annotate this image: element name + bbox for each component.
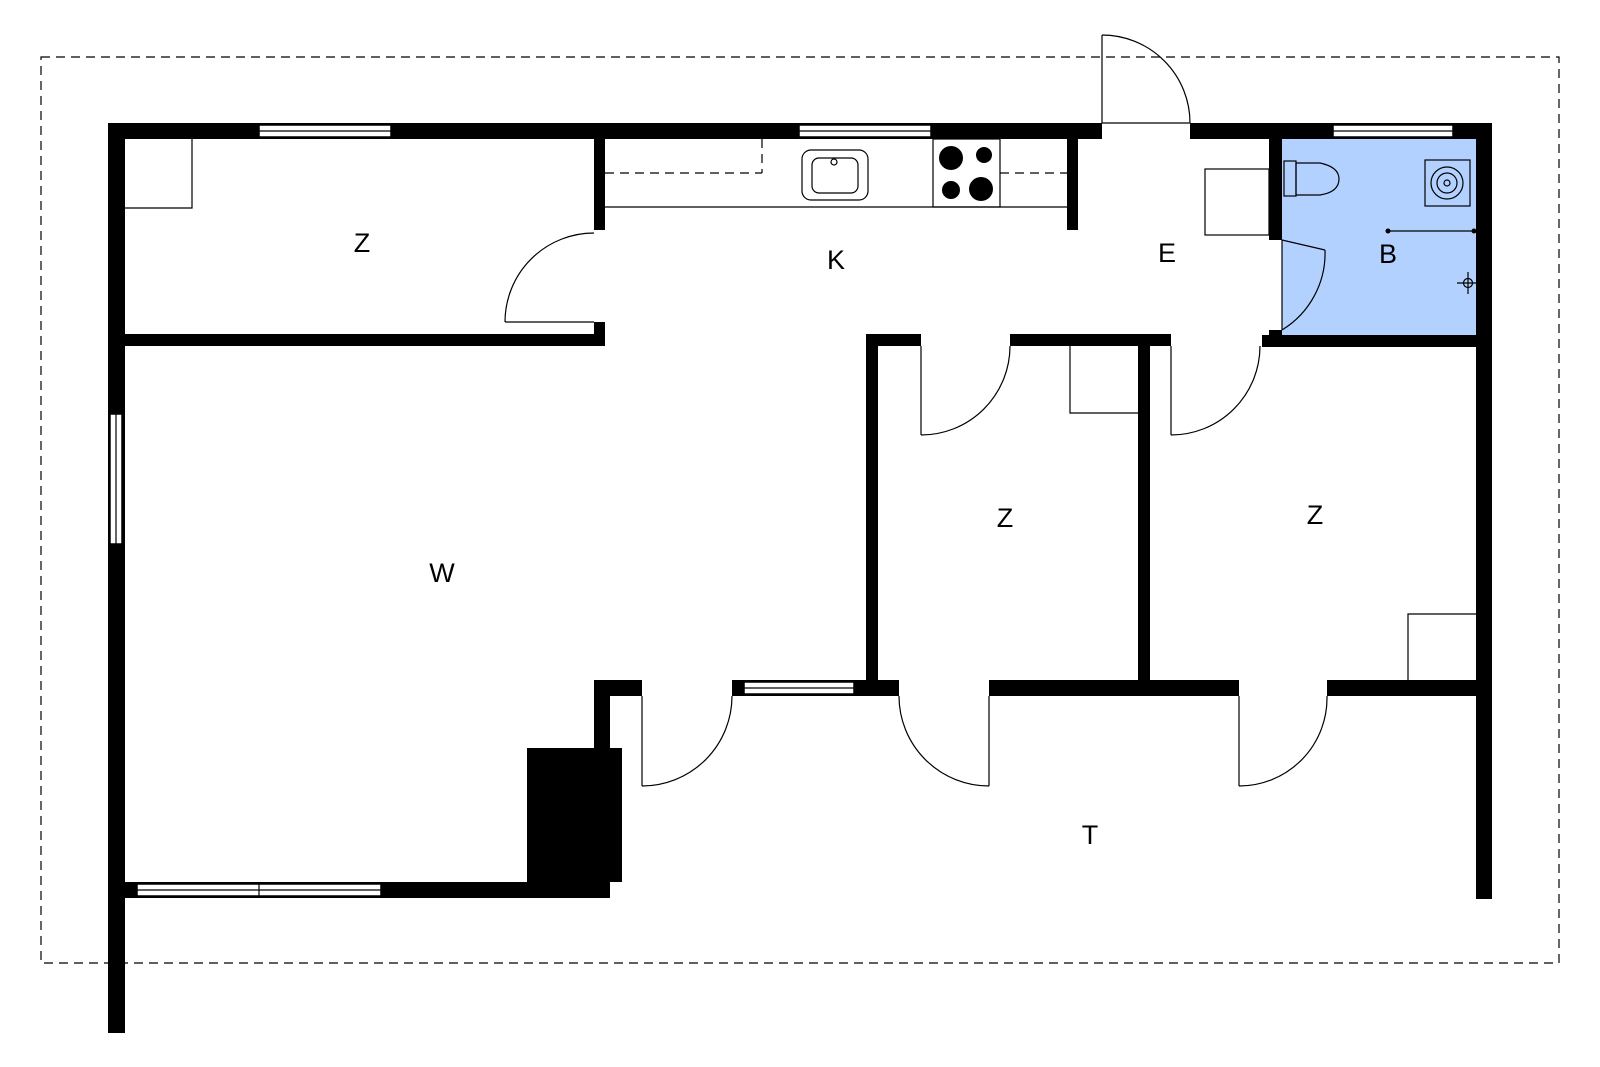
wall-mid-bottom-c (1327, 680, 1492, 696)
wall-right (1476, 123, 1492, 899)
door-terrace-living (641, 695, 733, 787)
label-bedroom-top-left: Z (354, 228, 371, 258)
wall-bath-left-upper (1269, 139, 1282, 240)
bathroom-fixtures (1283, 159, 1479, 294)
label-terrace: T (1082, 820, 1099, 850)
stove-icon (932, 138, 1001, 208)
wall-bath-bottom (1262, 335, 1492, 347)
label-entrance: E (1158, 238, 1176, 268)
wall-mid-top-a (866, 334, 921, 346)
wall-top-left (108, 123, 1102, 139)
label-living: W (429, 558, 455, 588)
inner-walls (125, 139, 1492, 898)
wall-left (108, 123, 125, 1033)
sink-icon (801, 149, 869, 201)
property-boundary (40, 56, 1560, 964)
wall-bedroom-living (125, 334, 605, 346)
wardrobe-mid-bedroom (1069, 346, 1138, 414)
wall-mid-left (866, 334, 878, 694)
room-labels: Z K E B W Z Z T (354, 228, 1397, 850)
entrance-door (1101, 34, 1191, 124)
fireplace (527, 748, 622, 882)
windows (109, 124, 1454, 897)
wardrobe-right-bedroom (1407, 613, 1476, 680)
wall-mid-bottom-a (854, 680, 899, 696)
wall-mid-top-b (1010, 334, 1171, 346)
door-terrace-middle (898, 695, 990, 787)
door-bedroom-top-left (504, 232, 595, 323)
cabinets (125, 139, 1476, 680)
bathroom-area (1282, 139, 1476, 335)
doors (504, 34, 1328, 787)
door-bedroom-right (1170, 345, 1261, 436)
wall-kitchen-divider (1067, 139, 1078, 230)
shower-icon (1385, 228, 1479, 294)
wardrobe-top-left (125, 139, 193, 209)
wall-mid-bottom-b (989, 680, 1239, 696)
door-bathroom (1281, 239, 1326, 331)
label-bedroom-middle: Z (997, 503, 1014, 533)
wall-bedroom-kitchen-upper (594, 139, 605, 230)
kitchen-fixtures (605, 138, 1067, 208)
toilet-icon (1283, 160, 1340, 197)
wardrobe-entrance (1204, 168, 1270, 236)
label-bedroom-right: Z (1307, 500, 1324, 530)
door-bedroom-middle (920, 345, 1011, 436)
door-terrace-right (1238, 695, 1328, 787)
washbasin-icon (1424, 159, 1471, 207)
label-bathroom: B (1379, 239, 1397, 269)
label-kitchen: K (827, 245, 845, 275)
wall-between-bedrooms (1138, 346, 1150, 694)
